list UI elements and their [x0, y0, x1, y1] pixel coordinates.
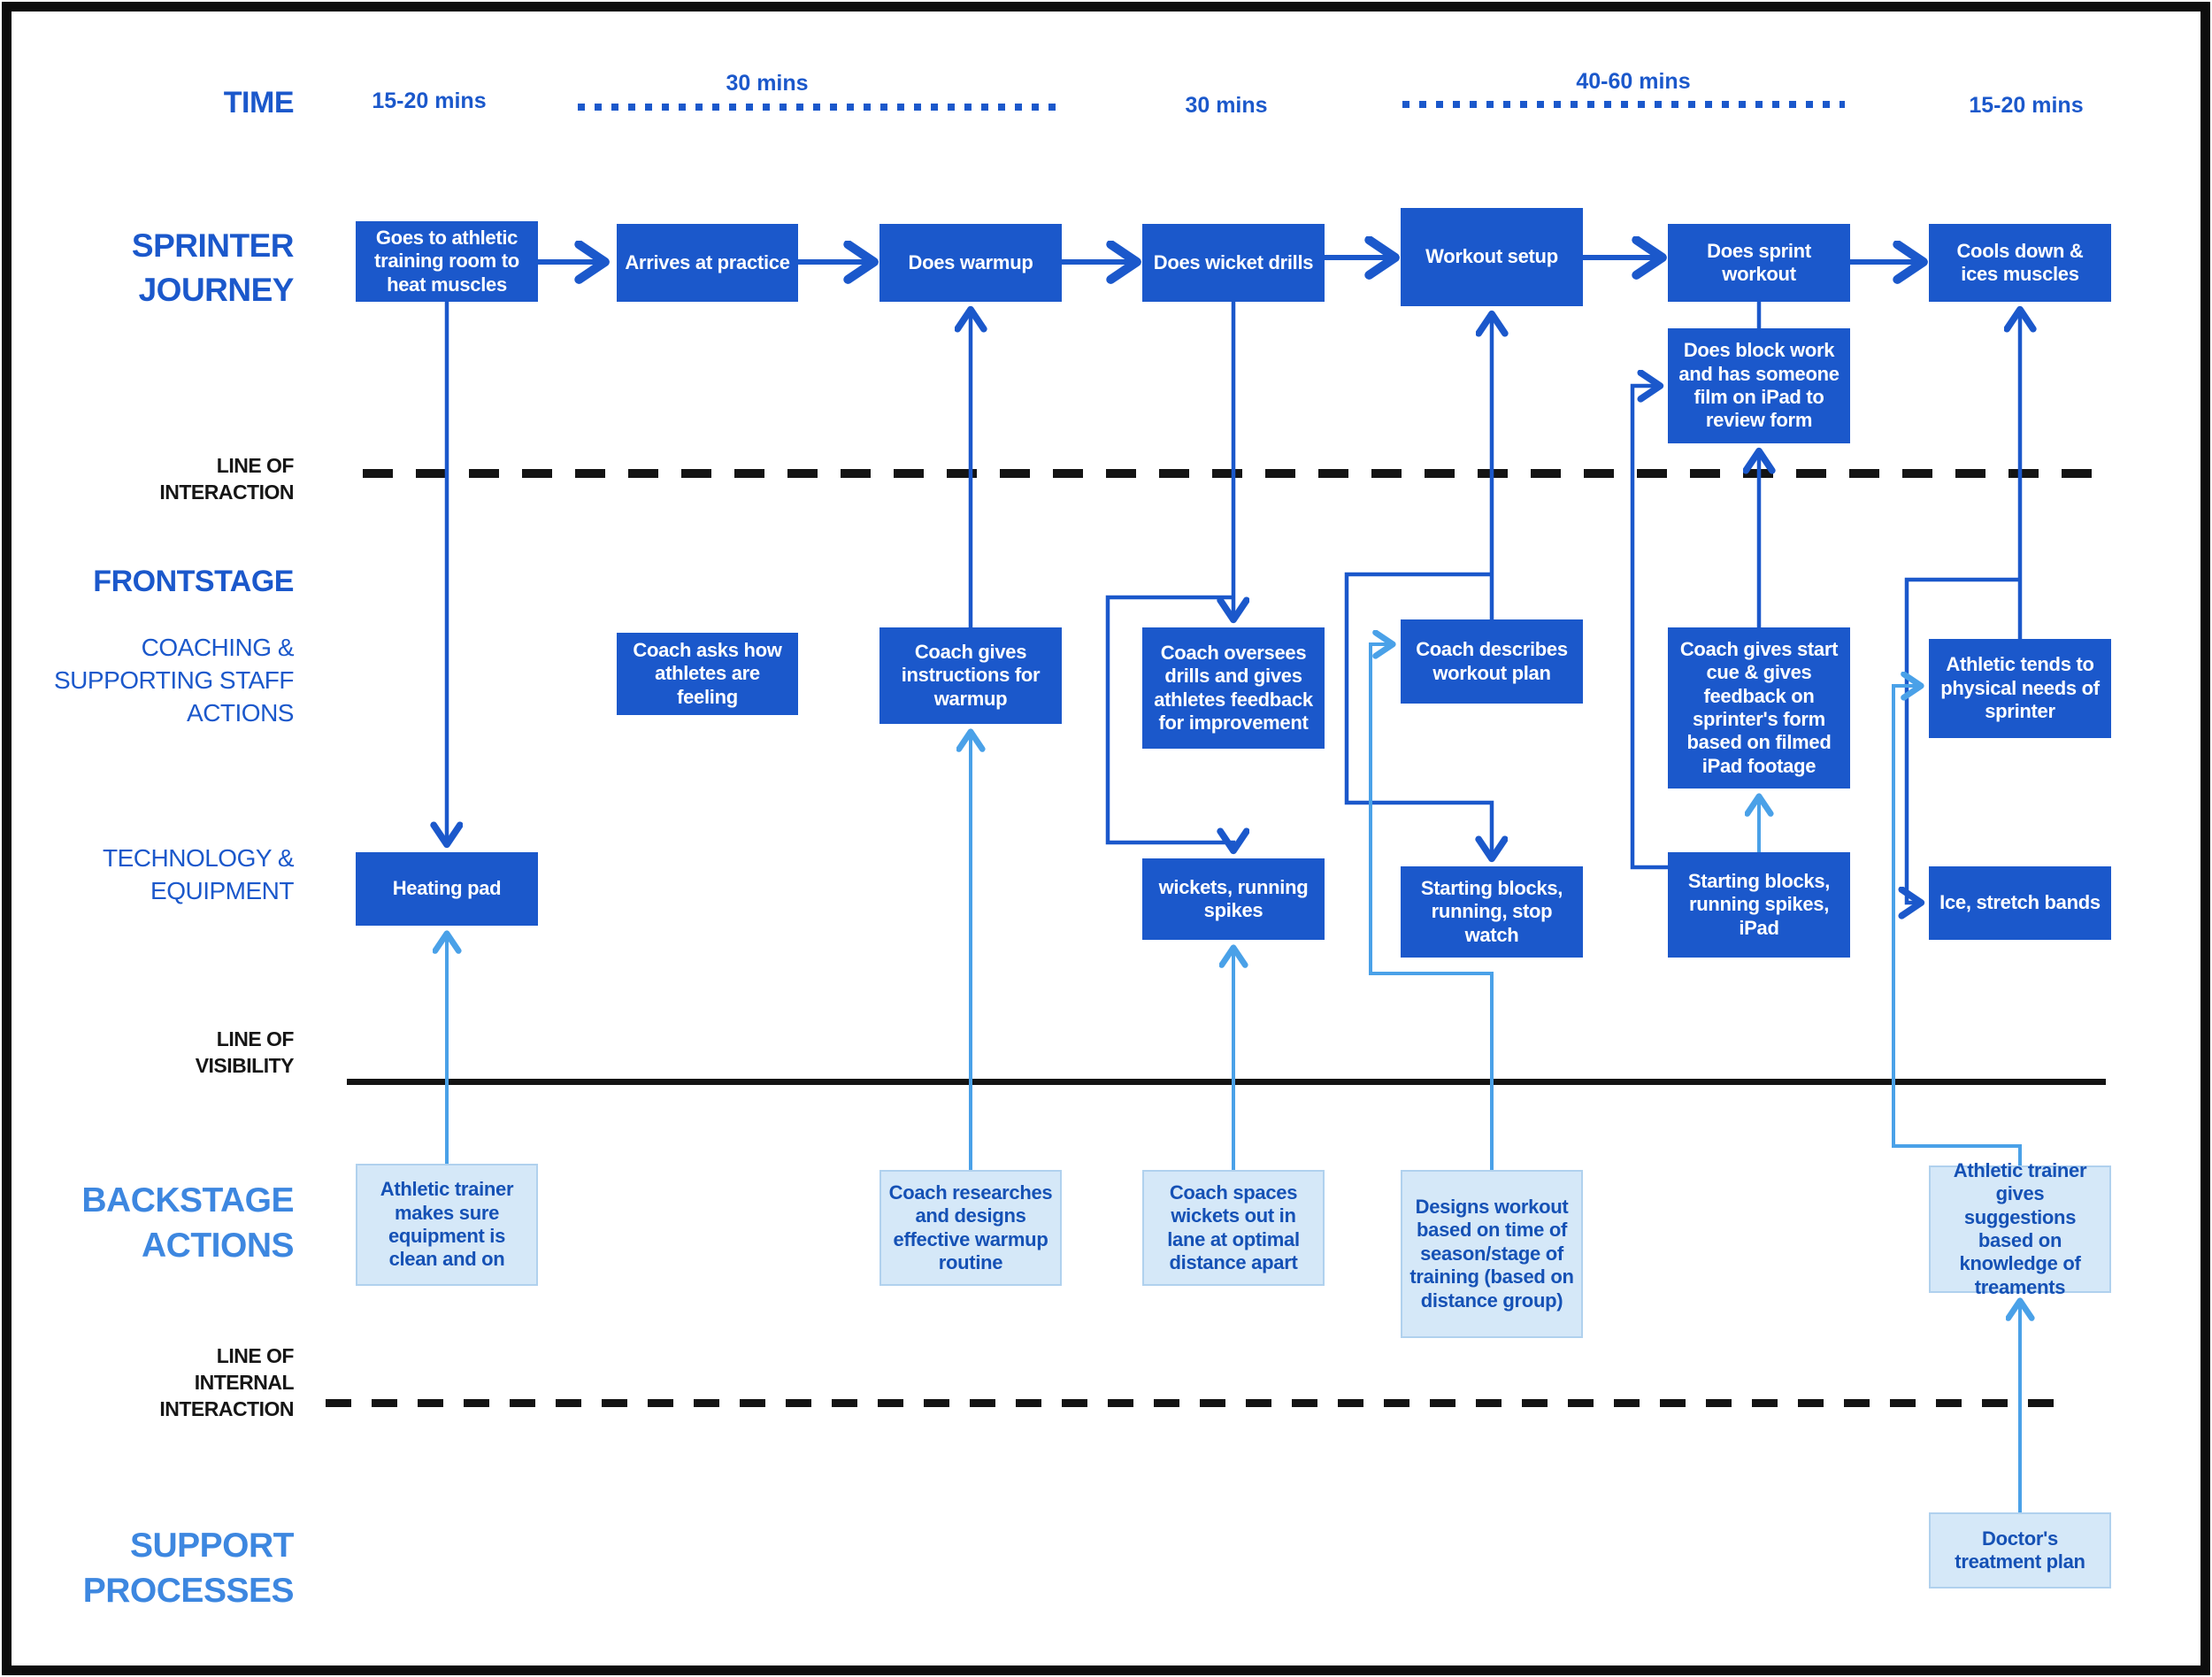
label-coaching-staff-actions: COACHING & SUPPORTING STAFF ACTIONS	[54, 634, 295, 727]
row-label-time: TIME	[223, 86, 295, 119]
label-line-of-interaction: LINE OF INTERACTION	[159, 454, 294, 504]
time-duration-1: 15-20 mins	[372, 88, 487, 113]
journey-box-does-warmup: Does warmup	[879, 224, 1062, 302]
backstage-box-coach-spaces-wickets: Coach spaces wickets out in lane at opti…	[1142, 1170, 1325, 1286]
label-frontstage: FRONTSTAGE	[93, 565, 294, 598]
label-technology-equipment: TECHNOLOGY & EQUIPMENT	[103, 844, 294, 904]
journey-box-does-wicket-drills: Does wicket drills	[1142, 224, 1325, 302]
time-dotted-line-1	[578, 104, 1062, 111]
tech-box-starting-blocks-ipad: Starting blocks, running spikes, iPad	[1668, 852, 1850, 958]
tech-box-heating-pad: Heating pad	[356, 852, 538, 926]
connector-branch-to-wickets-spikes	[1105, 595, 1233, 850]
time-duration-5: 15-20 mins	[1969, 93, 2084, 118]
frontstage-box-athletic-tends-needs: Athletic tends to physical needs of spri…	[1929, 639, 2111, 738]
frontstage-box-coach-oversees-drills: Coach oversees drills and gives athletes…	[1142, 627, 1325, 749]
journey-box-cools-down-ices: Cools down & ices muscles	[1929, 224, 2111, 302]
journey-box-workout-setup: Workout setup	[1401, 208, 1583, 306]
time-duration-4: 40-60 mins	[1576, 69, 1691, 94]
journey-box-arrives-at-practice: Arrives at practice	[617, 224, 798, 302]
tech-box-wickets-running-spikes: wickets, running spikes	[1142, 858, 1325, 940]
connector-branch-to-starting-blocks-stopwatch	[1344, 572, 1492, 858]
label-backstage-actions: BACKSTAGE ACTIONS	[81, 1181, 294, 1265]
row-label-sprinter-journey: SPRINTER JOURNEY	[131, 227, 295, 308]
connector-branch-to-ice-stretch-bands	[1907, 577, 2020, 903]
connector-starting-blocks-ipad-to-block-work	[1630, 386, 1668, 870]
frontstage-box-coach-asks-feeling: Coach asks how athletes are feeling	[617, 633, 798, 715]
time-duration-2: 30 mins	[726, 71, 809, 96]
backstage-box-trainer-checks-equipment: Athletic trainer makes sure equipment is…	[356, 1164, 538, 1286]
support-box-doctors-treatment-plan: Doctor's treatment plan	[1929, 1512, 2111, 1589]
line-of-internal-interaction-dashed	[326, 1399, 2065, 1407]
journey-box-goes-to-training-room: Goes to athletic training room to heat m…	[356, 221, 538, 302]
backstage-box-coach-researches-warmup: Coach researches and designs effective w…	[879, 1170, 1062, 1286]
line-of-visibility-solid	[347, 1079, 2106, 1085]
frontstage-box-coach-gives-start-cue: Coach gives start cue & gives feedback o…	[1668, 627, 1850, 788]
label-line-of-visibility: LINE OF VISIBILITY	[195, 1027, 295, 1077]
time-dotted-line-2	[1402, 101, 1845, 108]
connector-trainer-suggestions-to-athletic-tends	[1892, 686, 2022, 1165]
tech-box-ice-stretch-bands: Ice, stretch bands	[1929, 866, 2111, 940]
label-support-processes: SUPPORT PROCESSES	[82, 1527, 295, 1610]
backstage-box-designs-workout: Designs workout based on time of season/…	[1401, 1170, 1583, 1338]
journey-box-does-block-work: Does block work and has someone film on …	[1668, 328, 1850, 443]
frontstage-box-coach-gives-warmup-instructions: Coach gives instructions for warmup	[879, 627, 1062, 724]
frontstage-box-coach-describes-workout: Coach describes workout plan	[1401, 619, 1583, 704]
time-duration-3: 30 mins	[1185, 93, 1268, 118]
connector-designs-workout-to-coach-describes	[1369, 644, 1494, 1170]
journey-box-does-sprint-workout: Does sprint workout	[1668, 224, 1850, 302]
tech-box-starting-blocks-stopwatch: Starting blocks, running, stop watch	[1401, 866, 1583, 958]
label-line-of-internal-interaction: LINE OF INTERNAL INTERACTION	[159, 1344, 294, 1420]
backstage-box-trainer-gives-suggestions: Athletic trainer gives suggestions based…	[1929, 1159, 2111, 1298]
